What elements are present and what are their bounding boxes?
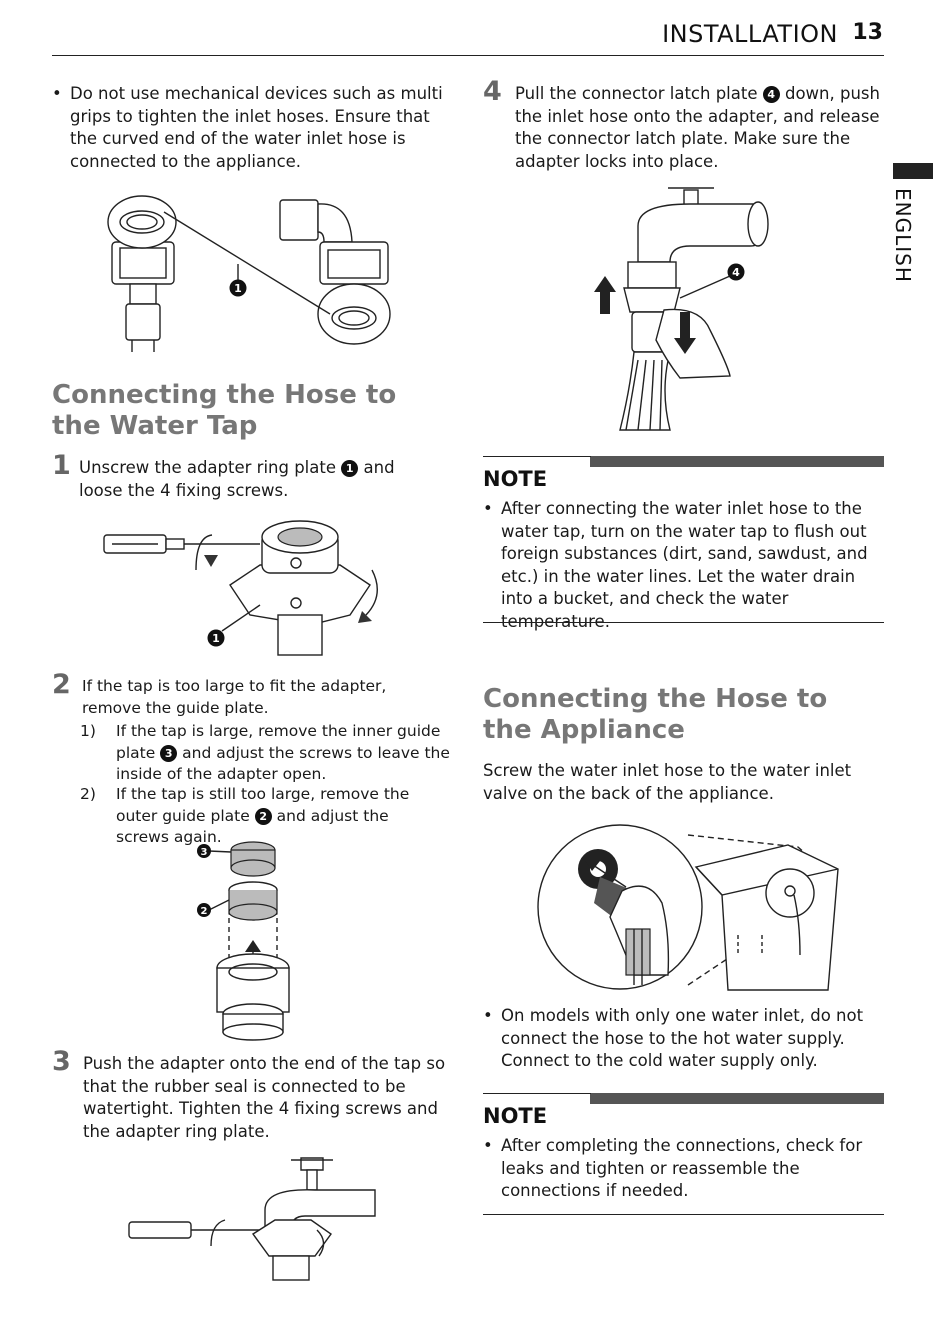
fig3-callout-3: 3 xyxy=(201,847,208,858)
bullet-dot: • xyxy=(483,1136,493,1155)
step-2-sub-2-text: If the tap is still too large, remove th… xyxy=(116,784,446,849)
figure-guide-plates: 3 2 xyxy=(197,841,290,1041)
figure-hose-ends: 1 xyxy=(107,195,391,352)
intro-bullet-text: Do not use mechanical devices such as mu… xyxy=(70,84,443,171)
note-1-rule-bottom xyxy=(483,622,884,623)
intro-bullet: • Do not use mechanical devices such as … xyxy=(52,83,455,173)
step-2-text: If the tap is too large to fit the adapt… xyxy=(82,677,387,717)
language-tab-bar xyxy=(893,163,933,179)
step-2-sub-1-text: If the tap is large, remove the inner gu… xyxy=(116,721,456,786)
step-3-number: 3 xyxy=(52,1046,71,1077)
step-2-sub-1-number: 1) xyxy=(80,722,96,740)
note-bar xyxy=(590,456,884,467)
fig4-callout: 4 xyxy=(732,266,740,279)
note-2-text: After completing the connections, check … xyxy=(501,1136,863,1200)
note-2-heading: NOTE xyxy=(483,1104,548,1128)
curved-hose-end xyxy=(279,199,391,345)
fig1-callout: 1 xyxy=(234,282,242,295)
figure-tap-tighten xyxy=(128,1157,376,1281)
note-bar xyxy=(590,1093,884,1104)
straight-hose-end xyxy=(107,195,177,352)
sub-1-text-b: and adjust the screws to leave the insid… xyxy=(116,743,450,784)
step-4-text-b: down, push the inlet hose onto the adapt… xyxy=(515,84,880,171)
note-2-item: • After completing the connections, chec… xyxy=(483,1135,886,1203)
appliance-bullet-text: On models with only one water inlet, do … xyxy=(501,1006,864,1070)
sub-2-text-b: and adjust the screws again. xyxy=(116,806,389,847)
bullet-dot: • xyxy=(52,84,62,103)
appliance-bullet: • On models with only one water inlet, d… xyxy=(483,1005,886,1073)
figure-latch-hose: 4 xyxy=(594,187,769,431)
ref-badge: 3 xyxy=(160,744,178,762)
ref-badge: 2 xyxy=(254,807,272,825)
step-1-text: Unscrew the adapter ring plate 1 and loo… xyxy=(79,457,439,502)
note-1-item: • After connecting the water inlet hose … xyxy=(483,498,886,633)
language-label: ENGLISH xyxy=(891,188,915,283)
fig2-callout: 1 xyxy=(212,632,220,645)
step-4-text: Pull the connector latch plate 4 down, p… xyxy=(515,83,885,173)
appliance-paragraph: Screw the water inlet hose to the water … xyxy=(483,761,852,803)
step-3-text: Push the adapter onto the end of the tap… xyxy=(83,1054,446,1141)
step-1-text-a: Unscrew the adapter ring plate xyxy=(79,458,336,477)
ref-badge: 1 xyxy=(341,460,359,477)
step-4-number: 4 xyxy=(483,76,502,107)
bullet-dot: • xyxy=(483,1006,493,1025)
section-title: INSTALLATION xyxy=(662,20,838,48)
figure-adapter-screwdriver: 1 xyxy=(103,520,378,656)
step-2-number: 2 xyxy=(52,669,71,700)
note-rule-top xyxy=(483,456,591,457)
note-1-heading: NOTE xyxy=(483,467,548,491)
figure-appliance-valve xyxy=(537,824,839,991)
header-rule xyxy=(52,55,884,56)
ref-badge: 4 xyxy=(762,86,780,103)
language-tab: ENGLISH xyxy=(891,188,931,288)
section-heading-water-tap: Connecting the Hose to the Water Tap xyxy=(52,380,397,441)
page-number: 13 xyxy=(852,20,883,45)
note-1-text: After connecting the water inlet hose to… xyxy=(501,499,868,631)
step-4-text-a: Pull the connector latch plate xyxy=(515,84,758,103)
note-2-rule-bottom xyxy=(483,1214,884,1215)
step-2-sub-2-number: 2) xyxy=(80,785,96,803)
fig3-callout-2: 2 xyxy=(201,906,208,917)
sub-2-text-a: If the tap is still too large, remove th… xyxy=(116,785,410,825)
note-rule-top xyxy=(483,1093,591,1094)
bullet-dot: • xyxy=(483,499,493,518)
step-1-number: 1 xyxy=(52,450,71,481)
section-heading-appliance: Connecting the Hose to the Appliance xyxy=(483,684,828,745)
sub-1-text-a: If the tap is large, remove the inner gu… xyxy=(116,722,441,762)
step-1-text-b: and loose the 4 fixing screws. xyxy=(79,458,395,500)
